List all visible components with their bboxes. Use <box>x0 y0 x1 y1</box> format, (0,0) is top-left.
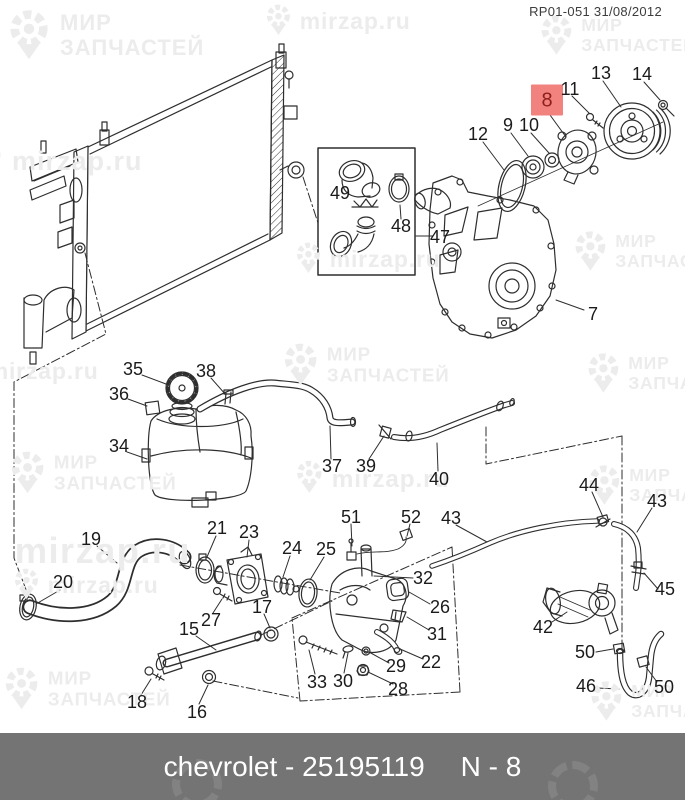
watermark-ghost <box>548 761 598 800</box>
watermark-ghost <box>172 759 222 800</box>
footer-bar: chevrolet - 25195119 N - 8 <box>0 733 685 800</box>
footer-sheet-ref: N - 8 <box>460 750 522 782</box>
document-reference: RP01-051 31/08/2012 <box>529 4 662 19</box>
diagram-canvas <box>13 43 675 705</box>
